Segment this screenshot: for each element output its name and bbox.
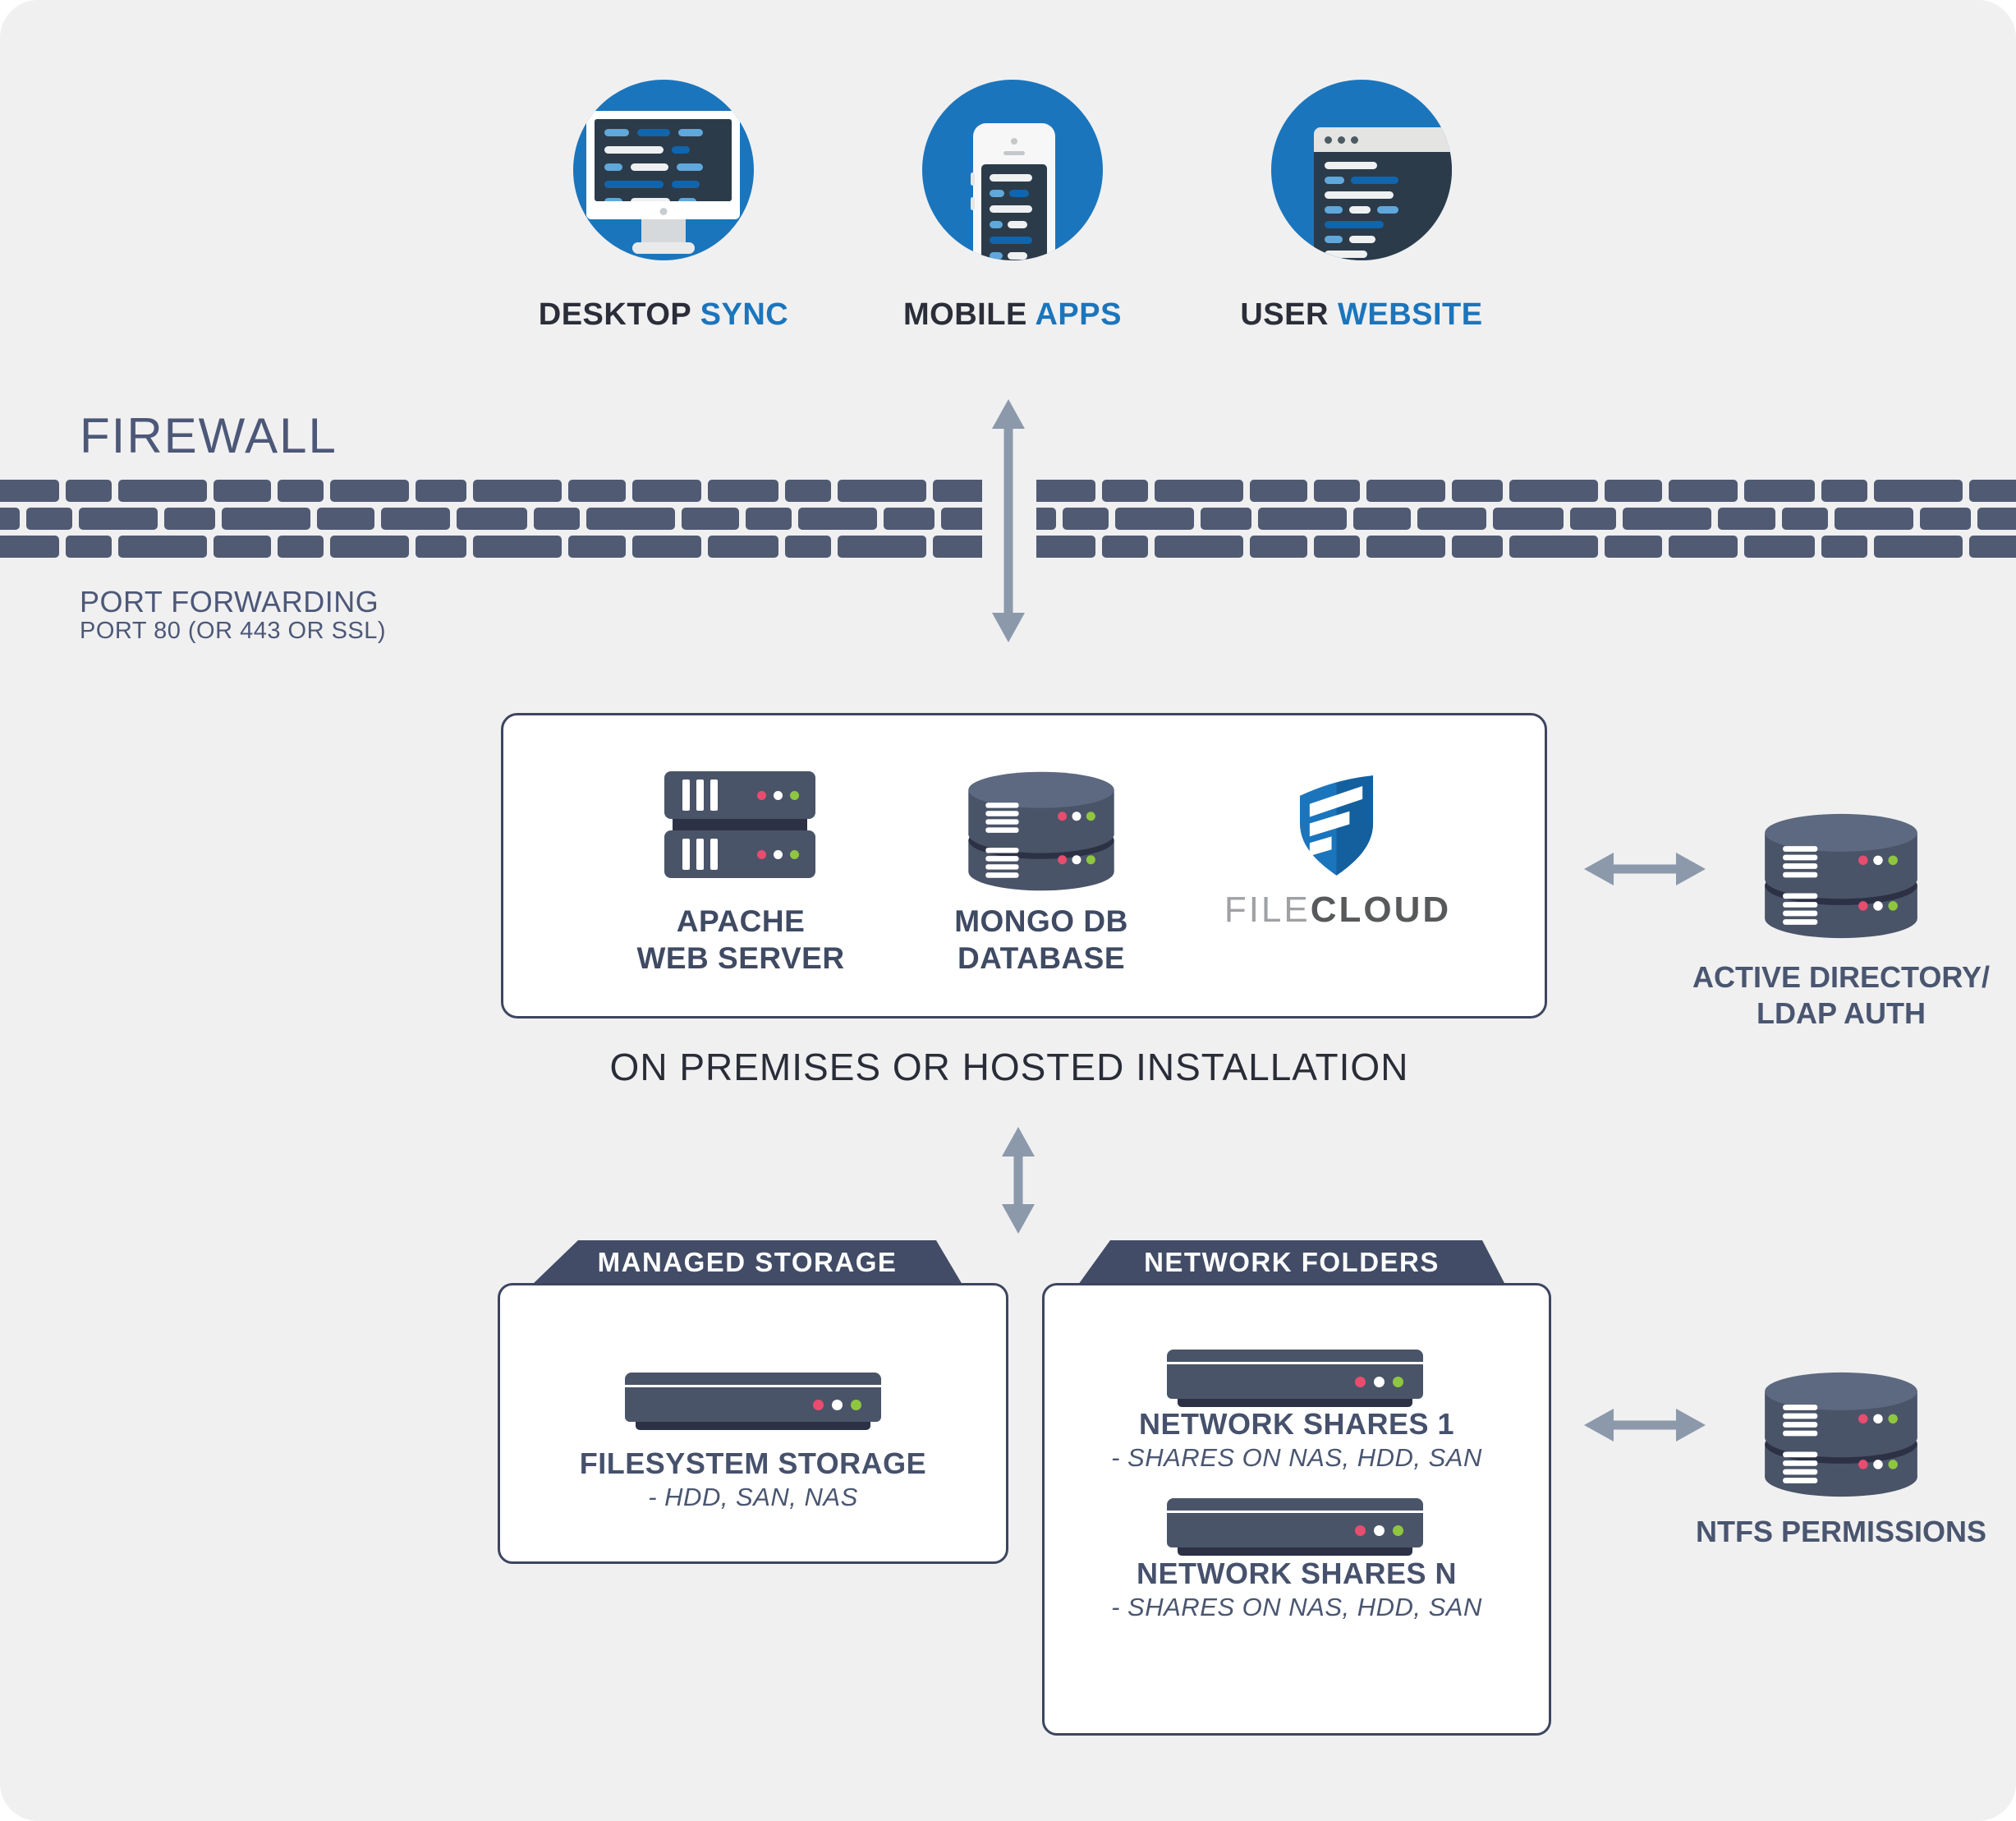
installation-caption: ON PREMISES OR HOSTED INSTALLATION <box>609 1046 1409 1088</box>
monitor-base <box>632 242 695 254</box>
managed-storage-panel: FILESYSTEM STORAGE - HDD, SAN, NAS <box>498 1283 1008 1575</box>
browser-dot <box>1338 136 1345 144</box>
monitor-code-screen <box>595 119 732 201</box>
active-directory-icon <box>1765 813 1917 939</box>
network-share-n-icon <box>1167 1498 1423 1557</box>
filecloud-wordmark: FILECLOUD <box>1224 890 1452 930</box>
network-share-n-title: NETWORK SHARES N <box>1136 1557 1457 1590</box>
firewall-wall-left <box>0 480 982 559</box>
installation-panel: APACHE WEB SERVER MONGO DB DATABASE <box>501 713 1547 1029</box>
network-folders-panel: NETWORK SHARES 1 - SHARES ON NAS, HDD, S… <box>1042 1283 1551 1746</box>
filesystem-storage-icon <box>625 1373 881 1432</box>
network-folders-tab: NETWORK FOLDERS <box>1078 1240 1505 1285</box>
firewall-wall-right <box>1036 480 2016 559</box>
managed-storage-tab: MANAGED STORAGE <box>532 1240 962 1285</box>
active-directory-label: ACTIVE DIRECTORY/ LDAP AUTH <box>1692 960 1991 1030</box>
clients-firewall-arrow <box>992 399 1025 642</box>
monitor-camera-dot <box>659 208 667 215</box>
apache-label: APACHE WEB SERVER <box>636 904 845 975</box>
ntfs-permissions-icon <box>1765 1372 1917 1497</box>
mobile-apps-icon <box>922 80 1103 260</box>
user-website-icon <box>1271 80 1452 260</box>
browser-dot <box>1325 136 1332 144</box>
network-share-1-icon <box>1167 1350 1423 1409</box>
phone-button <box>971 172 975 186</box>
firewall-title: FIREWALL <box>80 408 338 463</box>
filecloud-shield-icon <box>1299 775 1374 876</box>
network-share-1-subtitle: - SHARES ON NAS, HDD, SAN <box>1111 1443 1482 1472</box>
phone-speaker <box>1003 151 1025 155</box>
port-detail-label: PORT 80 (OR 443 OR SSL) <box>80 618 387 644</box>
phone-camera <box>1011 138 1017 145</box>
phone-code-screen <box>981 164 1047 260</box>
desktop-sync-icon <box>573 80 754 260</box>
user-website-label: USER WEBSITE <box>1240 297 1483 332</box>
filesystem-storage-title: FILESYSTEM STORAGE <box>579 1446 927 1480</box>
apache-server-icon <box>664 771 815 878</box>
mobile-apps-label: MOBILE APPS <box>903 297 1122 332</box>
installation-storage-arrow <box>1002 1127 1035 1234</box>
mongodb-icon <box>968 771 1114 891</box>
browser-code-screen <box>1314 152 1452 260</box>
browser-dot <box>1351 136 1358 144</box>
browser-icon <box>1314 127 1452 260</box>
folders-ntfs-arrow <box>1584 1409 1706 1442</box>
phone-button <box>971 197 975 210</box>
desktop-sync-label: DESKTOP SYNC <box>538 297 789 332</box>
monitor-stand <box>641 219 686 244</box>
filesystem-storage-subtitle: - HDD, SAN, NAS <box>648 1483 858 1511</box>
network-share-n-subtitle: - SHARES ON NAS, HDD, SAN <box>1111 1593 1482 1621</box>
mongodb-label: MONGO DB DATABASE <box>954 904 1128 975</box>
monitor-icon <box>586 111 740 219</box>
ntfs-permissions-label: NTFS PERMISSIONS <box>1695 1515 1987 1548</box>
phone-icon <box>971 123 1055 260</box>
port-forwarding-label: PORT FORWARDING <box>80 585 379 618</box>
installation-ad-arrow <box>1584 853 1706 885</box>
browser-titlebar <box>1314 127 1452 152</box>
network-share-1-title: NETWORK SHARES 1 <box>1138 1407 1455 1441</box>
